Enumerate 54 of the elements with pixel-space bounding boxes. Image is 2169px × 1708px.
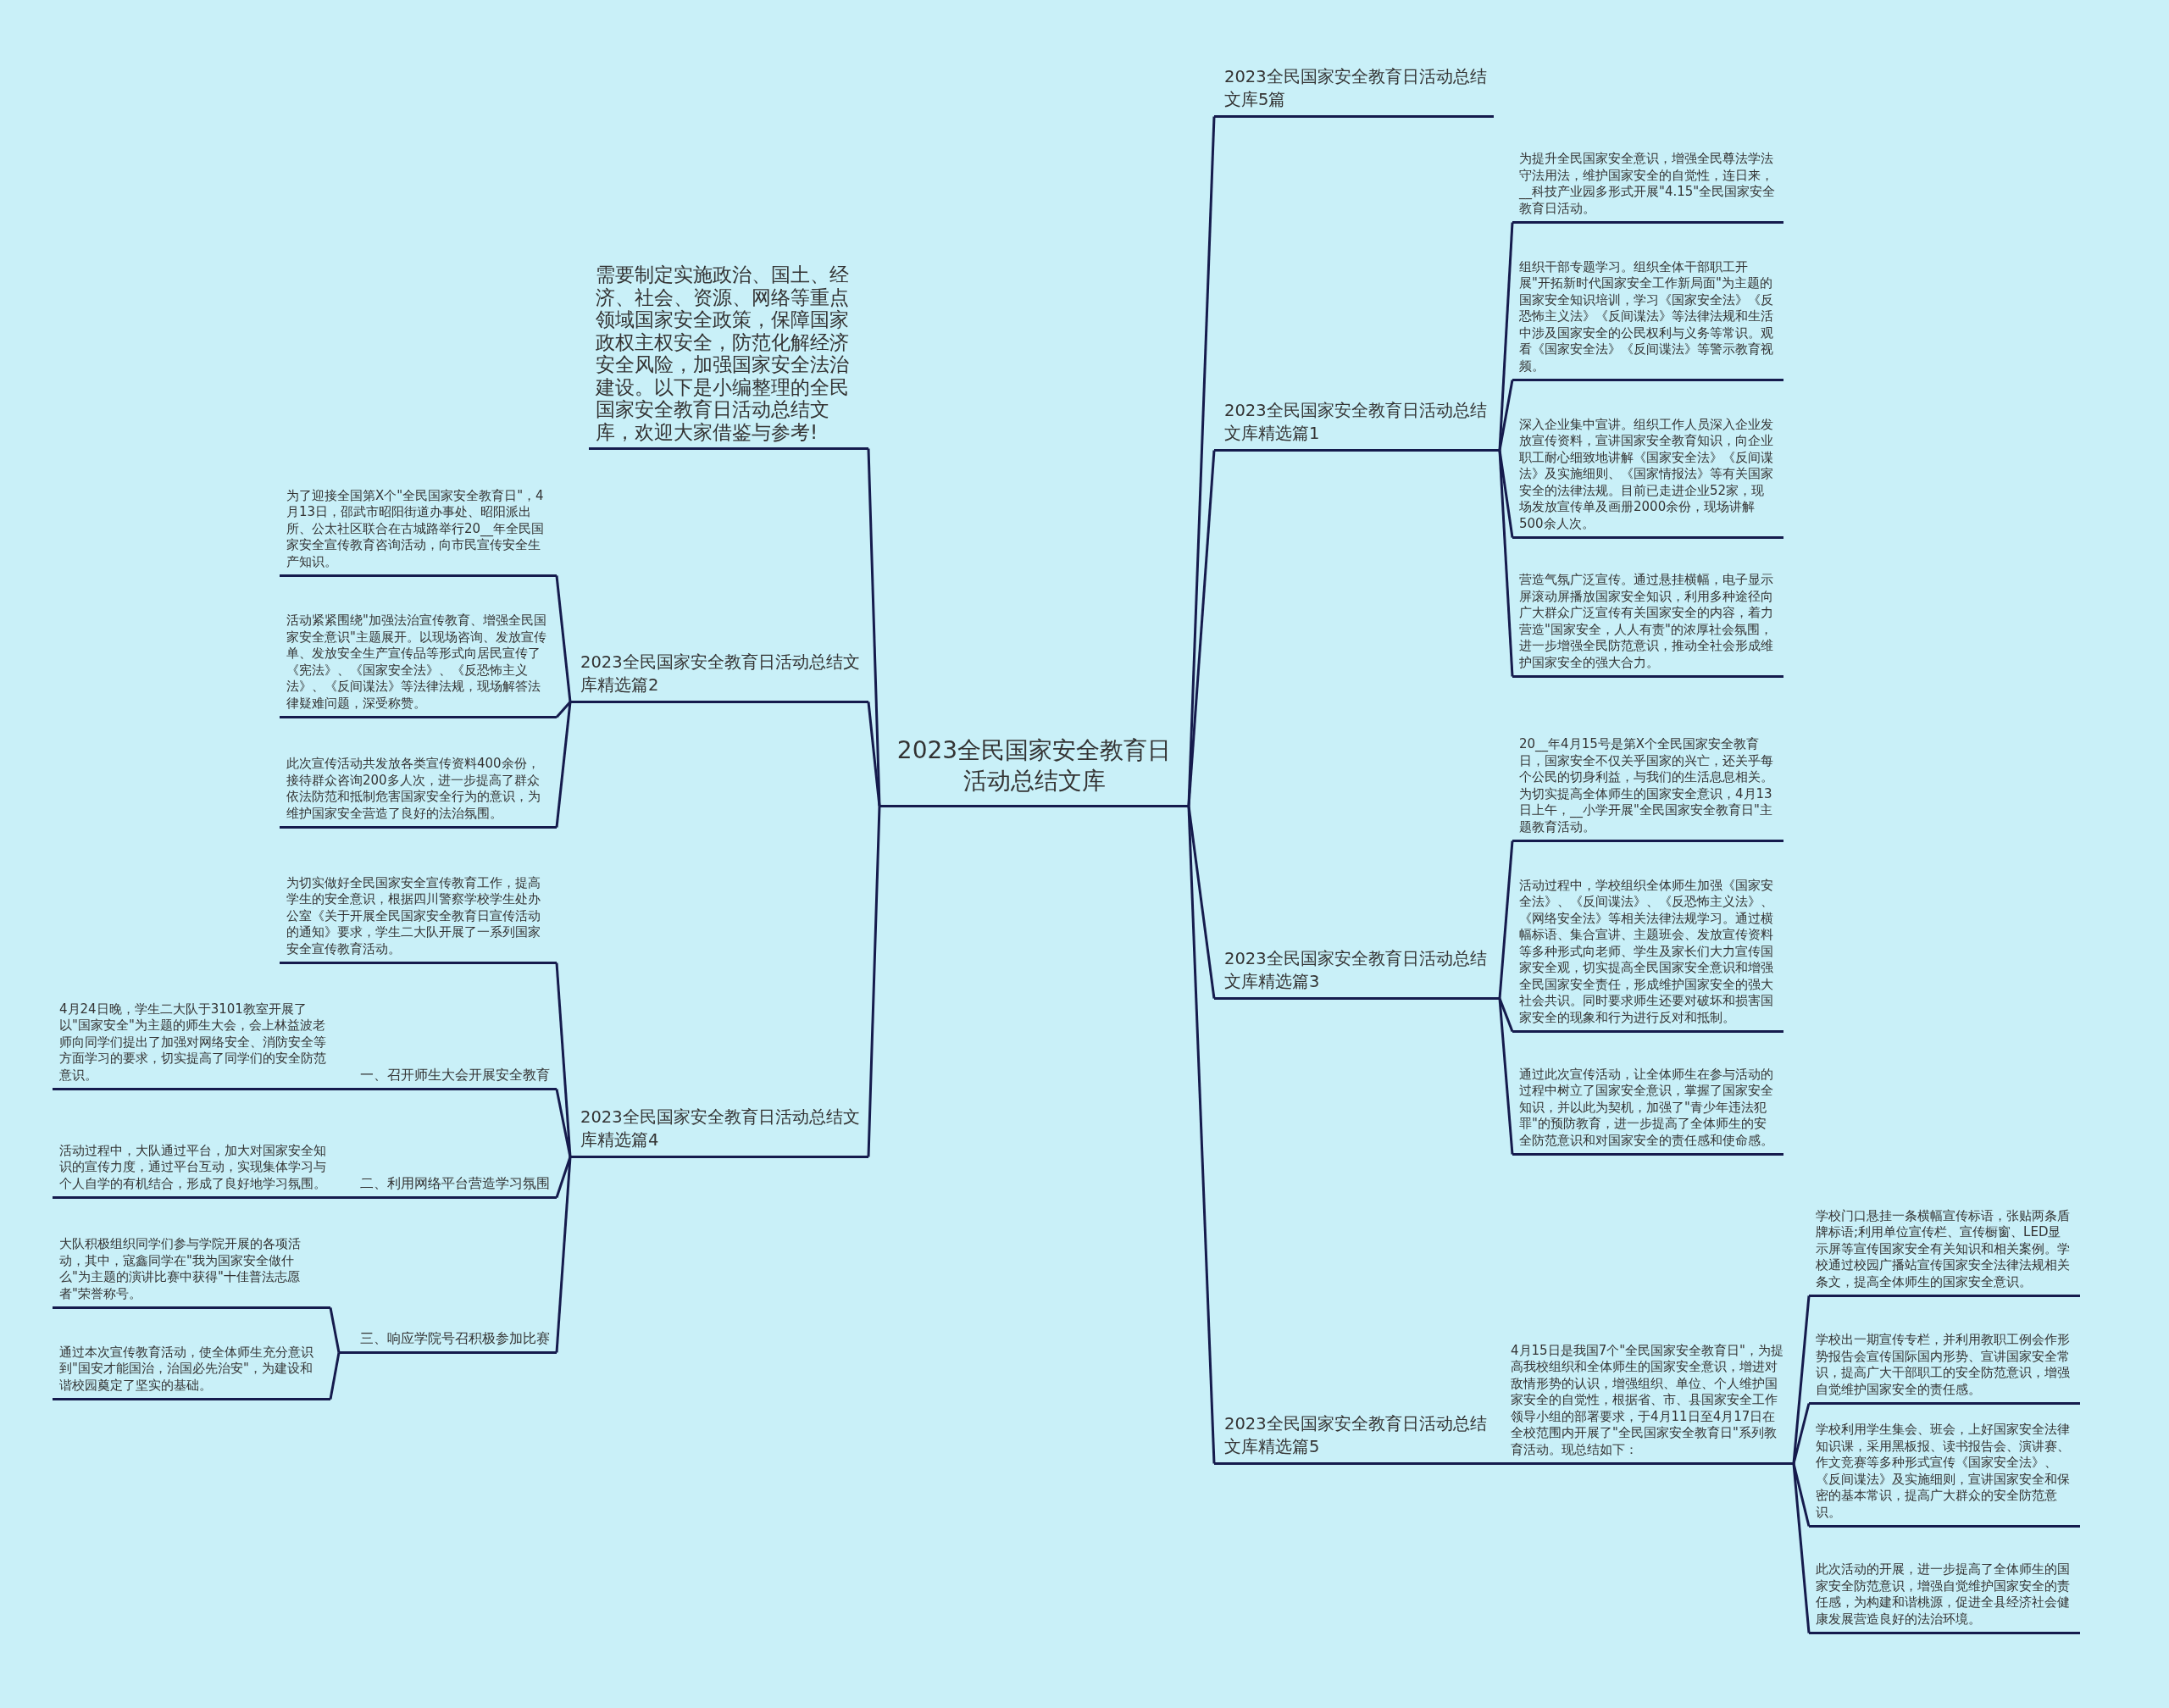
text-node: 此次宣传活动共发放各类宣传资料400余份，接待群众咨询200多人次，进一步提高了群众依法防范和抵制危害国家安全行为的意识，为维护国家安全营造了良好的法治氛围。	[280, 756, 557, 829]
text-node: 营造气氛广泛宣传。通过悬挂横幅，电子显示屏滚动屏播放国家安全知识，利用多种途径向广大群众广泛宣传有关国家安全的内容，着力营造"国家安全，人人有责"的浓厚社会氛围，进一步增强全民防范意识，推动全社会形成维护国家安全的强大合力。	[1512, 572, 1783, 678]
connector-line	[335, 1088, 339, 1090]
text-node: 活动紧紧围绕"加强法治宣传教育、增强全民国家安全意识"主题展开。以现场咨询、发放宣传单、发放安全生产宣传品等形式向居民宣传了《宪法》、《国家安全法》、《反恐怖主义法》、《反间谍法》等法律法规，现场解答法律疑难问题，深受称赞。	[280, 613, 557, 718]
text-node: 深入企业集中宣讲。组织工作人员深入企业发放宣传资料，宣讲国家安全教育知识，向企业职工耐心细致地讲解《国家安全法》《反间谍法》及实施细则、《国家情报法》等有关国家安全的法律法规。目前已走进企业52家，现场发放宣传单及画册2000余份，现场讲解500余人次。	[1512, 416, 1783, 539]
connector-line	[867, 702, 881, 807]
connector-line	[329, 1307, 341, 1353]
text-node: 20__年4月15号是第X个全民国家安全教育日，国家安全不仅关乎国家的兴亡，还关乎每个公民的切身利益，与我们的生活息息相关。为切实提高全体师生的国家安全意识，4月13日上午，__小学开展"全民国家安全教育日"主题教育活动。	[1512, 736, 1783, 842]
branch-topic: 2023全民国家安全教育日活动总结文库精选篇5	[1214, 1412, 1500, 1465]
text-node: 4月15日是我国7个"全民国家安全教育日"，为提高我校组织和全体师生的国家安全意识，增进对敌情形势的认识，增强组织、单位、个人维护国家安全的自觉性，根据省、市、县国家安全工作领导小组的部署要求，于4月11日至4月17日在全校范围内开展了"全民国家安全教育日"系列教育活动。现总结如下：	[1504, 1342, 1794, 1465]
connector-line	[555, 575, 572, 702]
branch-topic: 2023全民国家安全教育日活动总结文库精选篇2	[570, 651, 868, 703]
text-node: 学校利用学生集会、班会，上好国家安全法律知识课，采用黑板报、读书报告会、演讲赛、作文竞赛等多种形式宣传《国家安全法》、《反间谍法》及实施细则，宣讲国家安全和保密的基本常识，提高广大群众的安全防范意识。	[1809, 1422, 2080, 1528]
branch-topic: 2023全民国家安全教育日活动总结文库精选篇1	[1214, 399, 1500, 452]
text-node: 通过此次宣传活动，让全体师生在参与活动的过程中树立了国家安全意识，掌握了国家安全知识，并以此为契机，加强了"青少年违法犯罪"的预防教育，进一步提高了全体师生的安全防范意识和对国家安全的责任感和使命感。	[1512, 1066, 1783, 1156]
connector-line	[1498, 450, 1514, 677]
connector-line	[1500, 1462, 1504, 1465]
connector-line	[1498, 450, 1514, 538]
connector-line	[1498, 380, 1514, 451]
connector-line	[335, 1196, 339, 1199]
connector-line	[1187, 806, 1216, 1464]
text-node: 此次活动的开展，进一步提高了全体师生的国家安全防范意识，增强自觉维护国家安全的责任感，为构建和谐桃源，促进全县经济社会健康发展营造良好的法治环境。	[1809, 1561, 2080, 1634]
branch-topic: 2023全民国家安全教育日活动总结文库5篇	[1214, 65, 1494, 118]
connector-line	[555, 1156, 572, 1353]
text-node: 学校门口悬挂一条横幅宣传标语，张贴两条盾牌标语;利用单位宣传栏、宣传橱窗、LED显示屏等宣传国家安全有关知识和相关案例。学校通过校园广播站宣传国家安全法律法规相关条文，提高全体师生的国家安全意识。	[1809, 1207, 2080, 1297]
text-node: 通过本次宣传教育活动，使全体师生充分意识到"国安才能国治，治国必先治安"，为建设和谐校园奠定了坚实的基础。	[53, 1344, 330, 1400]
connector-line	[1498, 840, 1514, 999]
subtopic: 二、利用网络平台营造学习氛围	[339, 1175, 557, 1199]
text-node: 活动过程中，大队通过平台，加大对国家安全知识的宣传力度，通过平台互动，实现集体学习与个人自学的有机结合，形成了良好地学习氛围。	[53, 1142, 335, 1199]
connector-line	[1498, 998, 1514, 1155]
connector-line	[867, 806, 881, 1157]
branch-topic: 2023全民国家安全教育日活动总结文库精选篇3	[1214, 947, 1500, 1000]
subtopic: 一、召开师生大会开展安全教育	[339, 1067, 557, 1090]
branch-topic: 2023全民国家安全教育日活动总结文库精选篇4	[570, 1106, 868, 1158]
connector-line	[329, 1352, 341, 1400]
connector-line	[1187, 450, 1216, 807]
text-node: 活动过程中，学校组织全体师生加强《国家安全法》、《反间谍法》、《反恐怖主义法》、《网络安全法》等相关法律法规学习。通过横幅标语、集合宣讲、主题班会、发放宣传资料等多种形式向老师、学生及家长们大力宣传国家安全观，切实提高全民国家安全意识和增强全民国家安全责任，形成维护国家安全的强大社会共识。同时要求师生还要对破坏和损害国家安全的现象和行为进行反对和抵制。	[1512, 877, 1783, 1033]
text-node: 为提升全民国家安全意识，增强全民尊法学法守法用法，维护国家安全的自觉性，连日来，__科技产业园多形式开展"4.15"全民国家安全教育日活动。	[1512, 151, 1783, 224]
text-node: 为切实做好全民国家安全宣传教育工作，提高学生的安全意识，根据四川警察学校学生处办公室《关于开展全民国家安全教育日宣传活动的通知》要求，学生二大队开展了一系列国家安全宣传教育活动。	[280, 874, 557, 964]
connector-line	[1498, 997, 1514, 1033]
subtopic: 三、响应学院号召积极参加比赛	[339, 1330, 557, 1354]
connector-line	[555, 702, 572, 828]
connector-line	[555, 1089, 572, 1157]
intro-text-node: 需要制定实施政治、国土、经济、社会、资源、网络等重点领域国家安全政策，保障国家政权主权安全，防范化解经济安全风险，加强国家安全法治建设。以下是小编整理的全民国家安全教育日活动总结文库，欢迎大家借鉴与参考!	[589, 263, 868, 450]
connector-line	[1792, 1463, 1811, 1633]
text-node: 大队积极组织同学们参与学院开展的各项活动，其中，寇鑫同学在"我为国家安全做什么"为主题的演讲比赛中获得"十佳普法志愿者"荣誉称号。	[53, 1236, 330, 1309]
connector-line	[1187, 806, 1216, 999]
text-node: 为了迎接全国第X个"全民国家安全教育日"，4月13日，邵武市昭阳街道办事处、昭阳派出所、公太社区联合在古城路举行20__年全民国家安全宣传教育咨询活动，向市民宣传安全生产知识。	[280, 487, 557, 577]
text-node: 4月24日晚，学生二大队于3101教室开展了以"国家安全"为主题的师生大会，会上林益波老师向同学们提出了加强对网络安全、消防安全等方面学习的要求，切实提高了同学们的安全防范意识。	[53, 1001, 335, 1090]
topic-box: 2023全民国家安全教育日活动总结文库	[879, 735, 1189, 807]
connector-line	[1792, 1463, 1811, 1527]
text-node: 组织干部专题学习。组织全体干部职工开展"开拓新时代国家安全工作新局面"为主题的国家安全知识培训，学习《国家安全法》《反恐怖主义法》《反间谍法》等法律法规和生活中涉及国家安全的公民权利与义务等常识。观看《国家安全法》《反间谍法》等警示教育视频。	[1512, 258, 1783, 381]
connector-line	[1792, 1403, 1811, 1464]
text-node: 学校出一期宣传专栏，并利用教职工例会作形势报告会宣传国际国内形势、宣讲国家安全常识，提高广大干部职工的安全防范意识，增强自觉维护国家安全的责任感。	[1809, 1332, 2080, 1405]
